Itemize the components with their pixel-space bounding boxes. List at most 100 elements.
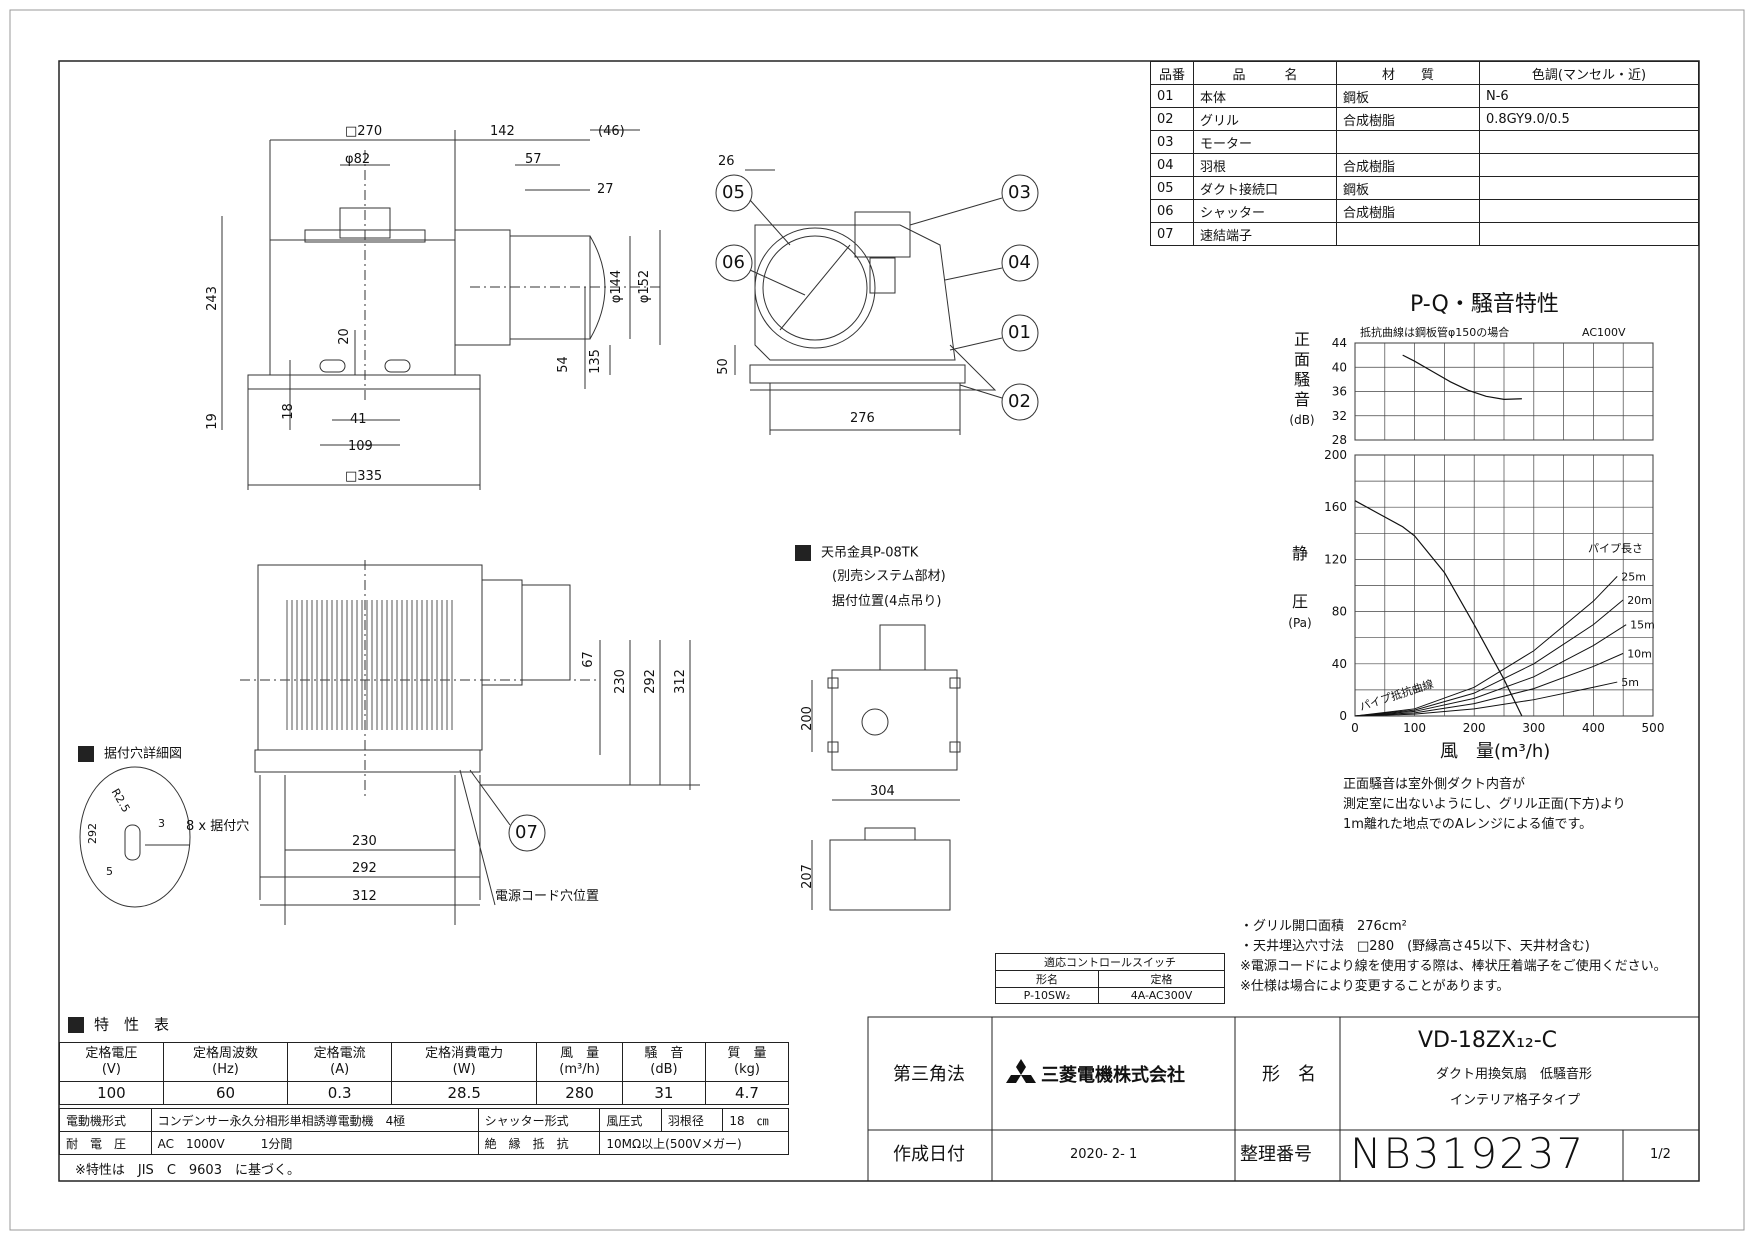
company-name: 三菱電機株式会社 <box>1041 1065 1185 1086</box>
cell <box>1479 153 1699 177</box>
spec-note: ・グリル開口面積 276cm² <box>1240 919 1407 934</box>
mount-detail-title-text: 据付穴詳細図 <box>104 746 183 762</box>
col-header: 定格消費電力 (W) <box>391 1042 538 1082</box>
noise-ylabel: 正 面 騒 音 (dB) <box>1286 330 1318 430</box>
pressure-ylabel: 静 圧 (Pa) <box>1280 540 1320 630</box>
x-tick-label: 500 <box>1642 721 1665 735</box>
mount-detail <box>79 766 191 908</box>
insulation-value: 10MΩ以上(500Vメガー) <box>599 1131 789 1155</box>
noise-tick-label: 40 <box>1332 360 1347 374</box>
cell: 4.7 <box>704 1081 790 1105</box>
dim-label: 207 <box>799 864 815 889</box>
pressure-tick-label: 80 <box>1332 605 1347 619</box>
col-header: 品番 <box>1150 61 1194 85</box>
cell: グリル <box>1193 107 1337 131</box>
voltage-row: 耐 電 圧 AC 1000V 1分間 絶 縁 抵 抗 10MΩ以上(500Vメガ… <box>59 1131 789 1155</box>
switch-table-title: 適応コントロールスイッチ <box>995 953 1225 971</box>
dim-label: 41 <box>350 412 367 427</box>
pipe-length-label: パイプ長さ <box>1588 542 1643 555</box>
dim-label: 200 <box>799 706 815 731</box>
dim-label: φ144 <box>609 269 625 304</box>
cell: P-10SW₂ <box>995 987 1099 1004</box>
col-header: 形名 <box>995 970 1099 988</box>
cell: 本体 <box>1193 84 1337 108</box>
bottom-view <box>240 560 700 925</box>
voltage-value: AC 1000V 1分間 <box>150 1131 479 1155</box>
dim-label: φ152 <box>637 269 653 304</box>
x-tick-label: 100 <box>1403 721 1426 735</box>
cell <box>1479 176 1699 200</box>
col-header: 定格電圧 (V) <box>59 1042 164 1082</box>
dim-label: 243 <box>204 286 220 311</box>
cell <box>1479 130 1699 154</box>
pressure-tick-label: 40 <box>1332 657 1347 671</box>
dim-label: 5 <box>106 865 113 878</box>
cell: 合成樹脂 <box>1336 107 1480 131</box>
shutter-label: シャッター形式 <box>477 1108 601 1132</box>
pipe-curve-label: 25m <box>1621 570 1646 583</box>
pipe-curve <box>1354 576 1618 717</box>
cell: 28.5 <box>391 1081 538 1105</box>
cell: 06 <box>1150 199 1194 223</box>
motor-value: コンデンサー永久分相形単相誘導電動機 4極 <box>150 1108 479 1132</box>
noise-ylabel-char: 正 <box>1293 330 1310 349</box>
x-tick-label: 300 <box>1522 721 1545 735</box>
front-view <box>221 129 661 490</box>
pipe-curve <box>1354 624 1627 717</box>
cell: 02 <box>1150 107 1194 131</box>
pipe-curve-label: 20m <box>1627 594 1652 607</box>
noise-ylabel-char: 騒 <box>1293 370 1310 389</box>
cell: 鋼板 <box>1336 84 1480 108</box>
cell: 60 <box>162 1081 289 1105</box>
col-header: 風 量 (m³/h) <box>536 1042 623 1082</box>
col-header: 品 名 <box>1193 61 1337 85</box>
cell: 合成樹脂 <box>1336 199 1480 223</box>
page-number: 1/2 <box>1650 1147 1671 1162</box>
chart-note-line: 1m離れた地点でのAレンジによる値です。 <box>1343 817 1593 832</box>
chart-xlabel: 風 量(m³/h) <box>1440 741 1551 762</box>
callout-04: 04 <box>1008 252 1031 273</box>
cell: 280 <box>536 1081 623 1105</box>
pressure-tick-label: 0 <box>1339 709 1347 723</box>
pipe-curve <box>1354 681 1618 717</box>
characteristics-table: 定格電圧 (V) 定格周波数 (Hz) 定格電流 (A) 定格消費電力 (W) … <box>59 1042 790 1105</box>
pressure-tick-label: 120 <box>1324 552 1347 566</box>
characteristics-footnote: ※特性は JIS C 9603 に基づく。 <box>75 1163 300 1178</box>
cell: 100 <box>59 1081 164 1105</box>
model-description-2: インテリア格子タイプ <box>1450 1093 1581 1108</box>
noise-ylabel-char: (dB) <box>1289 413 1315 427</box>
spec-note: ※電源コードにより線を使用する際は、棒状圧着端子をご使用ください。 <box>1240 959 1667 974</box>
dim-label: 67 <box>580 651 596 668</box>
pressure-ylabel-char: (Pa) <box>1288 616 1312 630</box>
parts-table-header: 品番 品 名 材 質 色調(マンセル・近) <box>1150 61 1699 85</box>
cell: モーター <box>1193 130 1337 154</box>
cell: ダクト接続口 <box>1193 176 1337 200</box>
noise-tick-label: 36 <box>1332 385 1347 399</box>
callout-03: 03 <box>1008 182 1031 203</box>
dim-label: 230 <box>352 834 377 849</box>
col-header: 質 量 (kg) <box>704 1042 790 1082</box>
mitsubishi-logo-icon <box>1006 1059 1036 1083</box>
dim-label: 142 <box>490 124 515 139</box>
cord-hole-label: 電源コード穴位置 <box>495 889 600 904</box>
characteristics-header: 定格電圧 (V) 定格周波数 (Hz) 定格電流 (A) 定格消費電力 (W) … <box>59 1042 790 1082</box>
cell: 0.8GY9.0/0.5 <box>1479 107 1699 131</box>
col-header: 色調(マンセル・近) <box>1479 61 1699 85</box>
dim-label: φ82 <box>345 152 371 167</box>
dim-label: □335 <box>345 469 383 484</box>
dim-label: 304 <box>870 784 895 799</box>
hanger-title: 天吊金具P-08TK <box>795 545 918 561</box>
voltage-label: 耐 電 圧 <box>59 1131 152 1155</box>
motor-row: 電動機形式 コンデンサー永久分相形単相誘導電動機 4極 シャッター形式 風圧式 … <box>59 1108 789 1132</box>
cell: 羽根 <box>1193 153 1337 177</box>
pipe-curve <box>1354 599 1624 717</box>
dim-label: 135 <box>587 349 603 374</box>
cell: 07 <box>1150 222 1194 246</box>
section-marker-icon <box>795 545 811 561</box>
switch-table-header: 形名定格 <box>995 970 1225 988</box>
pq-curve <box>1354 500 1523 717</box>
